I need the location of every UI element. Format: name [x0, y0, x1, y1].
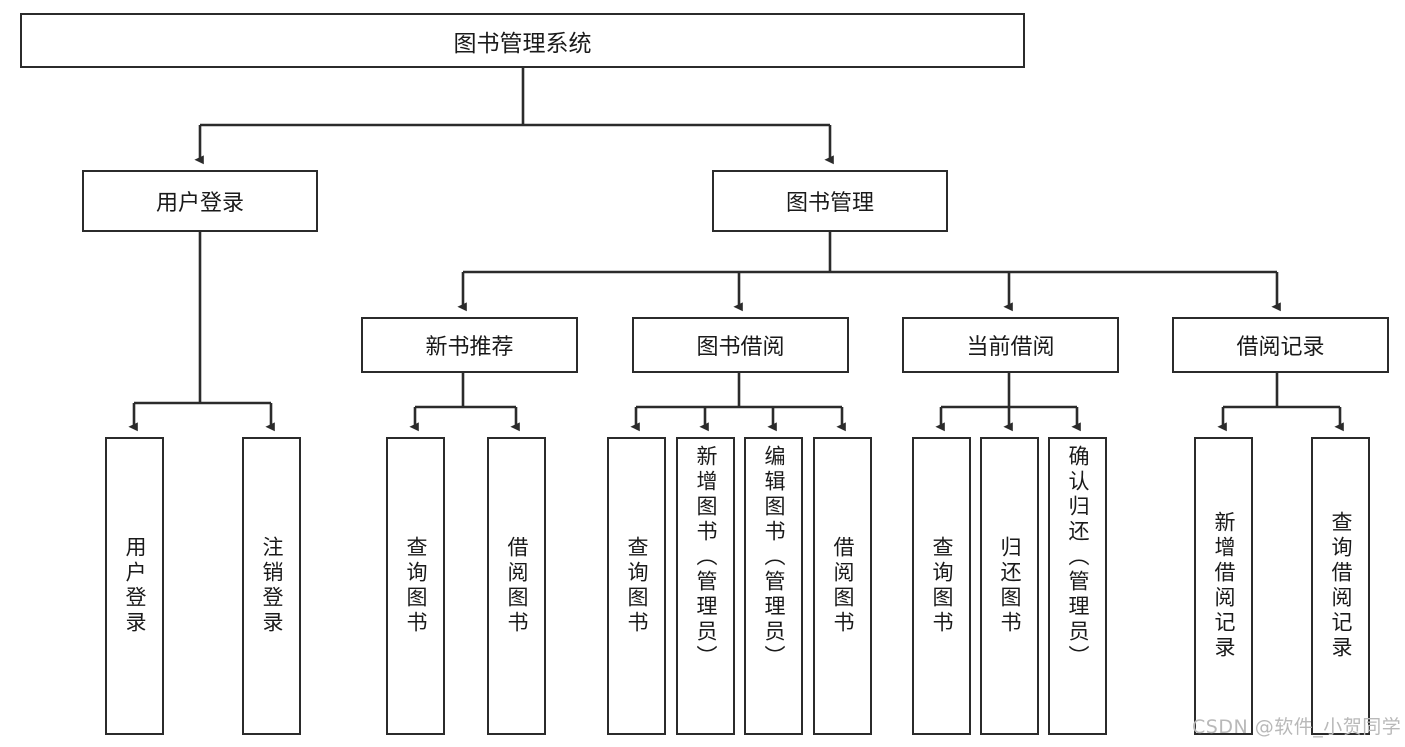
- leaf-user-login[interactable]: 用户登录: [105, 437, 164, 735]
- leaf-label: 新增图书（管理员）: [694, 445, 718, 670]
- node-new-book-recommend[interactable]: 新书推荐: [361, 317, 578, 373]
- leaf-query-book-borrow[interactable]: 查询图书: [607, 437, 666, 735]
- leaf-add-book-admin[interactable]: 新增图书（管理员）: [676, 437, 735, 735]
- leaf-borrow-book[interactable]: 借阅图书: [813, 437, 872, 735]
- node-current-borrow[interactable]: 当前借阅: [902, 317, 1119, 373]
- leaf-label: 借阅图书: [831, 536, 855, 636]
- node-user-login[interactable]: 用户登录: [82, 170, 318, 232]
- csdn-watermark: CSDN @软件_小贺同学: [1192, 716, 1402, 738]
- node-label: 借阅记录: [1236, 335, 1325, 360]
- leaf-borrow-book-recommend[interactable]: 借阅图书: [487, 437, 546, 735]
- leaf-label: 用户登录: [123, 536, 147, 636]
- leaf-label: 查询图书: [930, 536, 954, 636]
- leaf-confirm-return-admin[interactable]: 确认归还（管理员）: [1048, 437, 1107, 735]
- node-label: 用户登录: [155, 191, 244, 216]
- leaf-label: 注销登录: [260, 536, 284, 636]
- node-root-system[interactable]: 图书管理系统: [20, 13, 1025, 68]
- leaf-label: 编辑图书（管理员）: [762, 445, 786, 670]
- leaf-label: 查询图书: [625, 536, 649, 636]
- leaf-edit-book-admin[interactable]: 编辑图书（管理员）: [744, 437, 803, 735]
- node-label: 新书推荐: [425, 335, 514, 360]
- leaf-logout-login[interactable]: 注销登录: [242, 437, 301, 735]
- leaf-query-book-recommend[interactable]: 查询图书: [386, 437, 445, 735]
- leaf-label: 查询借阅记录: [1329, 511, 1353, 661]
- node-book-borrow[interactable]: 图书借阅: [632, 317, 849, 373]
- node-label: 图书借阅: [696, 335, 785, 360]
- node-book-management[interactable]: 图书管理: [712, 170, 948, 232]
- leaf-return-book[interactable]: 归还图书: [980, 437, 1039, 735]
- leaf-add-borrow-record[interactable]: 新增借阅记录: [1194, 437, 1253, 735]
- leaf-label: 确认归还（管理员）: [1066, 445, 1090, 670]
- leaf-query-borrow-record[interactable]: 查询借阅记录: [1311, 437, 1370, 735]
- leaf-query-book-current[interactable]: 查询图书: [912, 437, 971, 735]
- node-label: 图书管理系统: [453, 30, 592, 57]
- node-label: 图书管理: [785, 191, 874, 216]
- leaf-label: 借阅图书: [505, 536, 529, 636]
- leaf-label: 归还图书: [998, 536, 1022, 636]
- node-label: 当前借阅: [966, 335, 1055, 360]
- leaf-label: 新增借阅记录: [1212, 511, 1236, 661]
- leaf-label: 查询图书: [404, 536, 428, 636]
- node-borrow-record[interactable]: 借阅记录: [1172, 317, 1389, 373]
